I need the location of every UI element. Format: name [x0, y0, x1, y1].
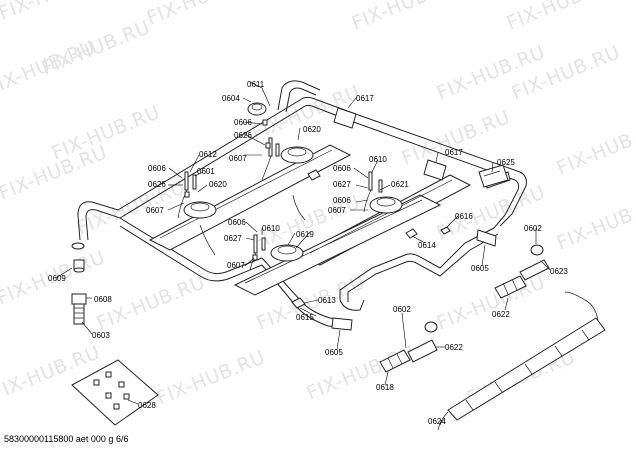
part-label: 0619 — [296, 230, 314, 239]
parts-bag — [71, 359, 159, 426]
part-label: 0626 — [148, 180, 166, 189]
left-fittings — [71, 242, 87, 325]
frame-tube — [77, 80, 527, 329]
part-label: 0623 — [550, 267, 568, 276]
burner-ring — [270, 244, 304, 262]
part-label: 0626 — [234, 131, 252, 140]
gas-valves — [379, 259, 550, 373]
part-label: 0608 — [94, 295, 112, 304]
watermark-layer: FIX-HUB.RU FIX-HUB.RU FIX-HUB.RU FIX-HUB… — [0, 0, 636, 410]
watermark: FIX-HUB.RU — [554, 116, 636, 179]
part-label: 0609 — [48, 274, 66, 283]
watermark: FIX-HUB.RU — [304, 341, 419, 404]
part-label: 0625 — [497, 158, 515, 167]
part-label: 0628 — [138, 401, 156, 410]
part-label: 0610 — [262, 224, 280, 233]
watermark: FIX-HUB.RU — [434, 271, 549, 334]
part-label: 0604 — [222, 94, 240, 103]
watermark: FIX-HUB.RU — [144, 0, 259, 30]
part-label: 0621 — [391, 180, 409, 189]
small-parts — [184, 102, 544, 333]
part-label: 0606 — [333, 164, 351, 173]
watermark: FIX-HUB.RU — [154, 346, 269, 409]
part-label: 0605 — [471, 264, 489, 273]
part-label: 0603 — [92, 331, 110, 340]
part-label: 0617 — [445, 148, 463, 157]
leader-lines — [55, 81, 551, 426]
part-label: 0606 — [228, 218, 246, 227]
part-label: 0613 — [318, 296, 336, 305]
part-label: 0624 — [428, 417, 446, 426]
part-label: 0607 — [146, 206, 164, 215]
part-label: 0620 — [209, 180, 227, 189]
part-labels: 0611 0604 0617 0606 0620 0626 0612 0607 … — [48, 80, 568, 426]
burner-ring — [369, 196, 403, 214]
part-label: 0607 — [227, 261, 245, 270]
part-label: 0622 — [492, 310, 510, 319]
part-label: 0602 — [524, 224, 542, 233]
part-label: 0618 — [376, 383, 394, 392]
burner-rails — [148, 144, 472, 296]
watermark: FIX-HUB.RU — [554, 191, 636, 254]
gas-manifold — [437, 291, 606, 431]
part-label: 0606 — [333, 196, 351, 205]
watermark: FIX-HUB.RU — [349, 0, 464, 35]
part-label: 0615 — [296, 313, 314, 322]
part-label: 0617 — [356, 94, 374, 103]
part-label: 0612 — [199, 150, 217, 159]
footer-doc-code: 58300000115800 aet 000 g 6/6 — [4, 434, 129, 444]
part-label: 0610 — [369, 155, 387, 164]
part-label: 0606 — [148, 164, 166, 173]
part-label: 0627 — [333, 180, 351, 189]
part-label: 0627 — [224, 234, 242, 243]
part-label: 0602 — [393, 305, 411, 314]
part-label: 0611 — [247, 80, 265, 89]
part-label: 0601 — [197, 167, 215, 176]
part-label: 0622 — [445, 343, 463, 352]
watermark: FIX-HUB.RU — [0, 0, 110, 25]
part-label: 0606 — [234, 118, 252, 127]
part-label: 0620 — [303, 125, 321, 134]
burners — [183, 146, 403, 262]
part-label: 0607 — [229, 154, 247, 163]
watermark: FIX-HUB.RU — [39, 16, 154, 79]
part-label: 0616 — [455, 212, 473, 221]
watermark: FIX-HUB.RU — [504, 0, 619, 35]
clip-part — [478, 164, 509, 188]
burner-ring — [183, 201, 217, 219]
part-label: 0607 — [328, 206, 346, 215]
part-label: 0614 — [418, 241, 436, 250]
burner-ring — [280, 146, 314, 164]
part-label: 0605 — [325, 348, 343, 357]
